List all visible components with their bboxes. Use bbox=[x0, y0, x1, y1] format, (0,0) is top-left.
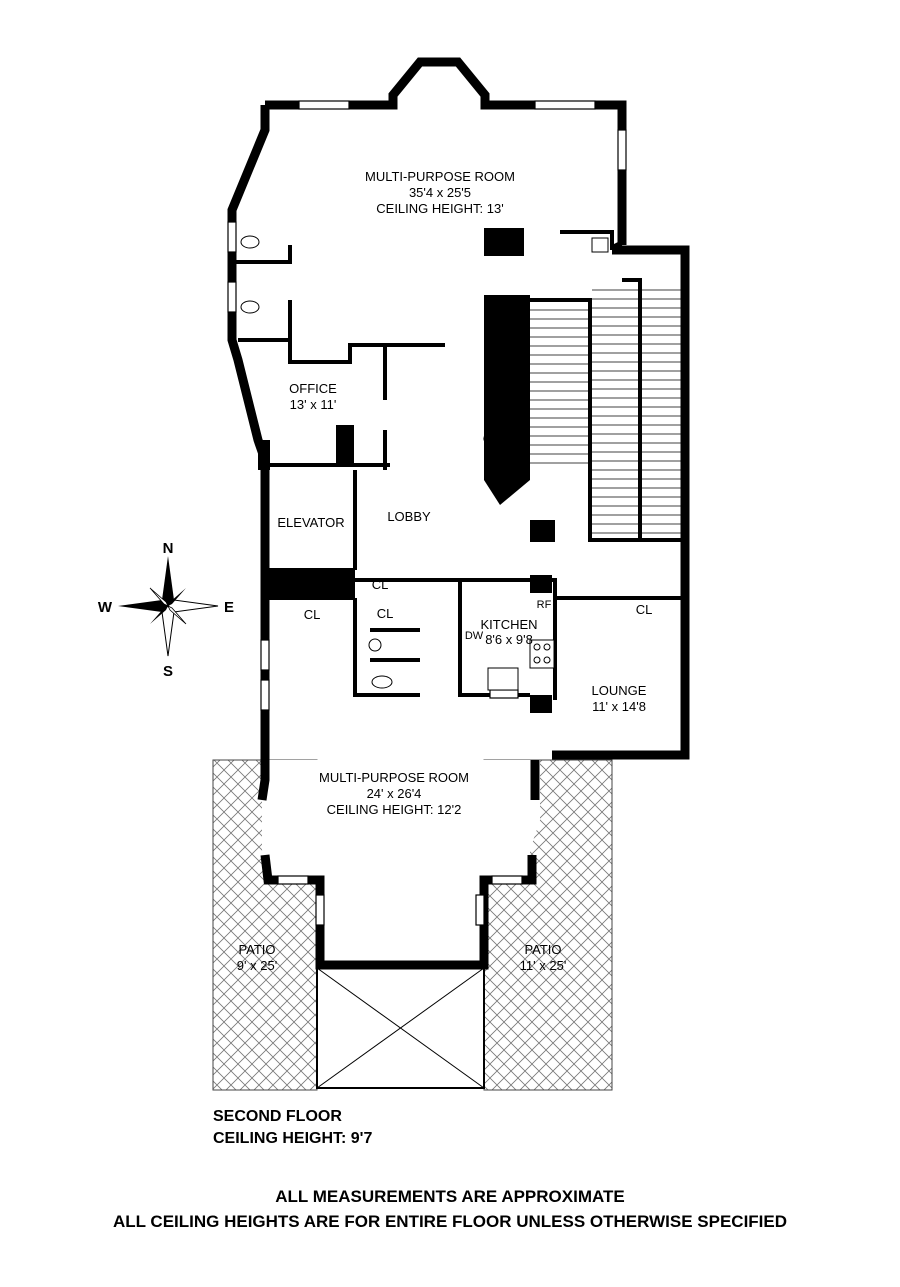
compass-east: E bbox=[224, 599, 234, 616]
svg-text:CEILING HEIGHT: 13': CEILING HEIGHT: 13' bbox=[376, 201, 503, 216]
svg-text:11' x 25': 11' x 25' bbox=[520, 958, 567, 973]
room-label-lobby: LOBBY bbox=[387, 509, 431, 524]
room-label-patio-east: PATIO 11' x 25' bbox=[520, 942, 567, 973]
dishwasher-label: DW bbox=[465, 630, 484, 642]
note-measurements: ALL MEASUREMENTS ARE APPROXIMATE bbox=[275, 1187, 625, 1206]
svg-text:35'4 x 25'5: 35'4 x 25'5 bbox=[409, 185, 471, 200]
kitchen-appliances bbox=[487, 237, 609, 691]
svg-text:MULTI-PURPOSE ROOM: MULTI-PURPOSE ROOM bbox=[365, 169, 515, 184]
room-label-mp-north: MULTI-PURPOSE ROOM 35'4 x 25'5 CEILING H… bbox=[365, 169, 515, 216]
room-label-kitchen: KITCHEN 8'6 x 9'8 bbox=[480, 617, 537, 647]
solid-wall-blocks bbox=[258, 228, 555, 713]
svg-text:OFFICE: OFFICE bbox=[289, 381, 337, 396]
windows bbox=[227, 100, 627, 926]
closet-label: CL bbox=[636, 602, 653, 617]
right-stairs bbox=[592, 289, 683, 534]
svg-text:11' x 14'8: 11' x 14'8 bbox=[592, 699, 646, 714]
compass-south: S bbox=[163, 663, 173, 680]
svg-text:8'6 x 9'8: 8'6 x 9'8 bbox=[485, 632, 533, 647]
svg-text:9' x 25': 9' x 25' bbox=[237, 958, 277, 973]
room-label-mp-south: MULTI-PURPOSE ROOM 24' x 26'4 CEILING HE… bbox=[319, 770, 469, 817]
svg-text:LOUNGE: LOUNGE bbox=[592, 683, 647, 698]
toilet-icon bbox=[240, 235, 393, 689]
closet-label: CL bbox=[483, 431, 500, 446]
floor-title: SECOND FLOOR bbox=[213, 1108, 342, 1125]
compass-rose-icon bbox=[118, 556, 219, 657]
floor-ceiling-height: CEILING HEIGHT: 9'7 bbox=[213, 1130, 373, 1147]
room-label-lounge: LOUNGE 11' x 14'8 bbox=[592, 683, 647, 714]
svg-text:13' x 11': 13' x 11' bbox=[290, 397, 337, 412]
closet-label: CL bbox=[377, 606, 394, 621]
room-label-office: OFFICE 13' x 11' bbox=[289, 381, 337, 412]
note-ceiling-heights: ALL CEILING HEIGHTS ARE FOR ENTIRE FLOOR… bbox=[112, 1212, 788, 1231]
svg-text:KITCHEN: KITCHEN bbox=[480, 617, 537, 632]
svg-text:PATIO: PATIO bbox=[238, 942, 275, 957]
closet-label: CL bbox=[372, 577, 389, 592]
svg-text:PATIO: PATIO bbox=[524, 942, 561, 957]
compass-west: W bbox=[98, 599, 113, 616]
closet-label: CL bbox=[304, 607, 321, 622]
svg-text:CEILING HEIGHT: 12'2: CEILING HEIGHT: 12'2 bbox=[327, 802, 462, 817]
svg-text:MULTI-PURPOSE ROOM: MULTI-PURPOSE ROOM bbox=[319, 770, 469, 785]
interior-walls bbox=[232, 230, 685, 700]
room-label-elevator: ELEVATOR bbox=[277, 515, 344, 530]
refrigerator-label: RF bbox=[537, 599, 552, 611]
open-to-below bbox=[316, 967, 485, 1089]
svg-text:24' x 26'4: 24' x 26'4 bbox=[367, 786, 422, 801]
room-label-patio-west: PATIO 9' x 25' bbox=[237, 942, 277, 973]
compass-north: N bbox=[163, 540, 174, 557]
main-stairs bbox=[530, 309, 588, 464]
